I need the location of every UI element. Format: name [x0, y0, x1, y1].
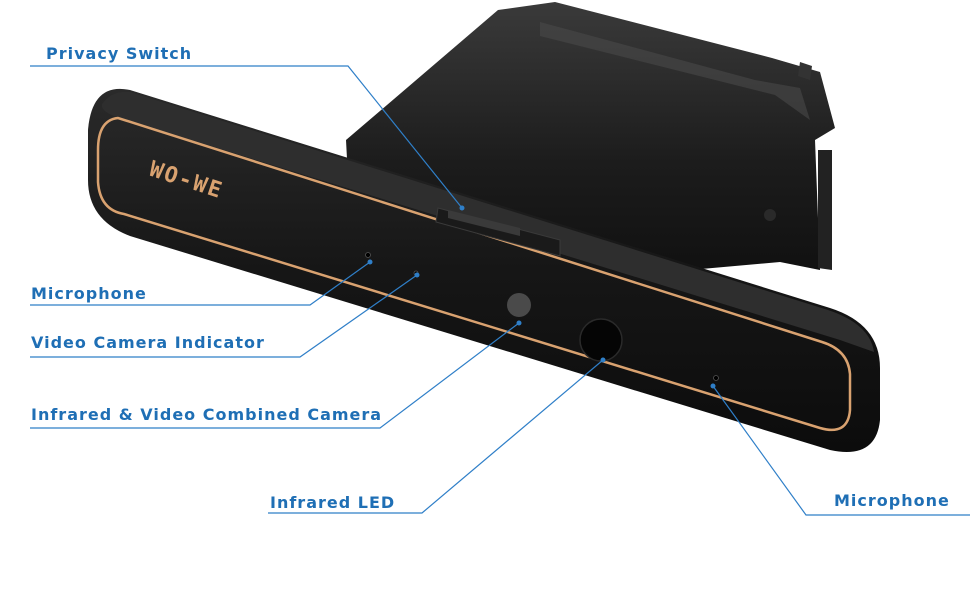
label-privacy-switch: Privacy Switch [46, 44, 193, 63]
label-microphone-right: Microphone [834, 491, 950, 510]
leader-dots [367, 205, 716, 389]
leader-lines [30, 65, 970, 516]
leader-privacy-switch [30, 65, 463, 209]
leader-microphone-left [30, 261, 371, 306]
leader-microphone-right [712, 385, 970, 516]
label-infrared-led: Infrared LED [270, 493, 396, 512]
combined-camera-lens [507, 293, 531, 317]
leader-infrared-led [268, 359, 604, 514]
leader-video-indicator [30, 274, 418, 358]
leader-combined-camera [30, 322, 520, 429]
label-video-camera-indicator: Video Camera Indicator [31, 333, 265, 352]
label-combined-camera: Infrared & Video Combined Camera [31, 405, 383, 424]
label-microphone-left: Microphone [31, 284, 147, 303]
microphone-hole-right [713, 375, 719, 381]
privacy-switch-slider [435, 207, 561, 257]
microphone-hole-left [365, 252, 371, 258]
infrared-led-lens [579, 318, 623, 362]
